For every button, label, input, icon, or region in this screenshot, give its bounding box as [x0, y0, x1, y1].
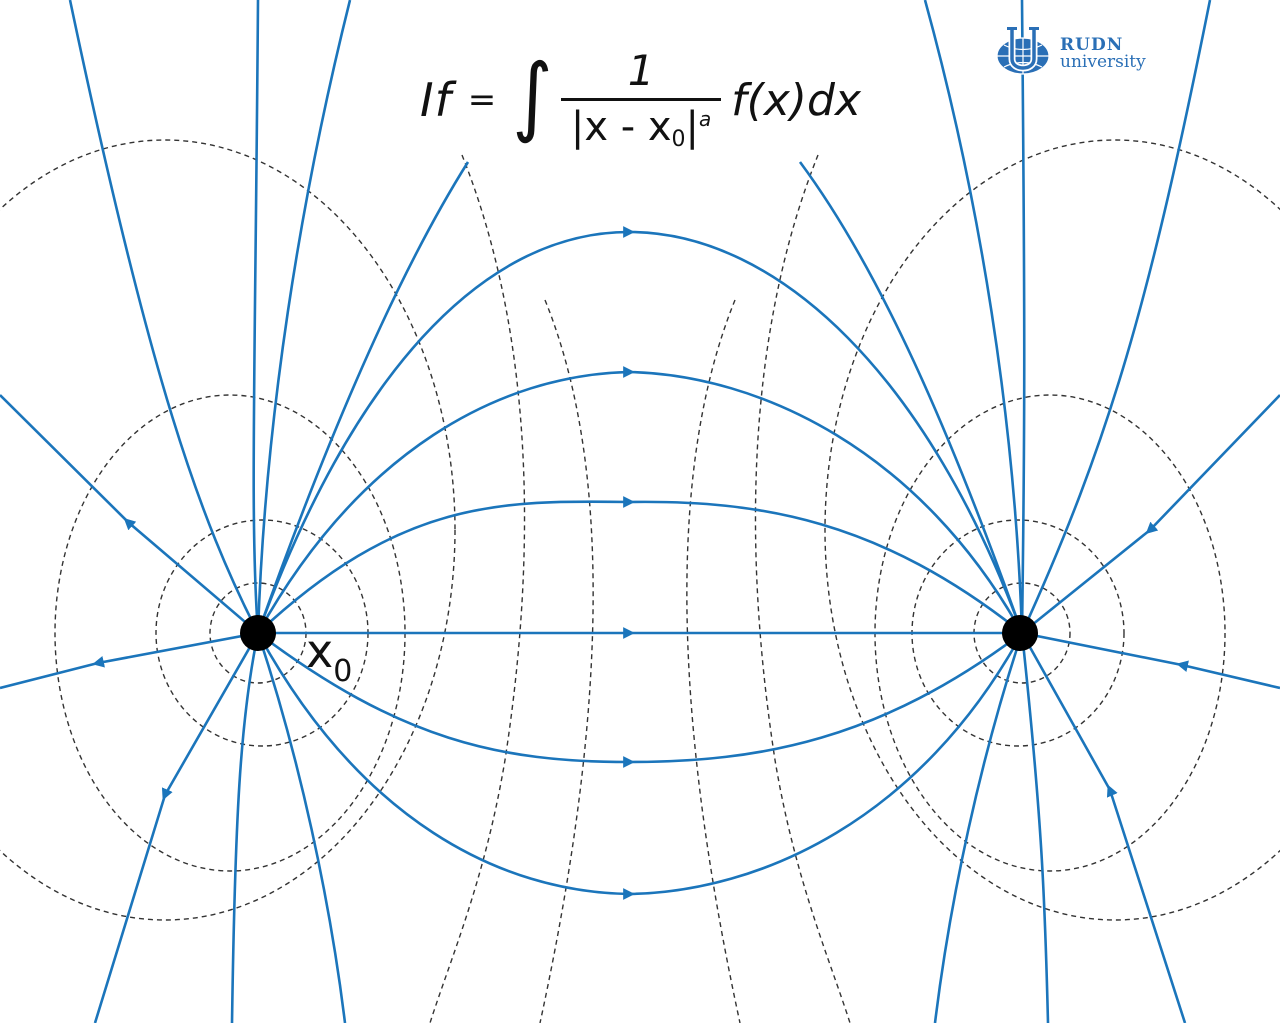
field-line-arc-top-2: [256, 366, 1024, 634]
globe-logo-icon: [996, 27, 1050, 75]
field-line-right-up-steep: [1020, 0, 1026, 634]
integral-sign: ∫: [512, 46, 553, 146]
formula-rhs: f(x)dx: [731, 74, 861, 126]
fraction-denominator: |x - x0|a: [571, 101, 711, 151]
point-label-subscript: 0: [333, 654, 353, 689]
formula-equals: =: [467, 80, 497, 120]
field-line-arc-top-3: [256, 226, 1024, 634]
field-line-left-left: [0, 631, 259, 690]
field-line-left-down-right: [256, 632, 347, 1023]
formula-lhs: If: [420, 73, 452, 127]
point-x0: [240, 615, 276, 651]
denominator-main: |x - x: [570, 103, 672, 150]
field-line-right-down-steep: [1020, 632, 1050, 1023]
field-line-right-up-wide: [1021, 394, 1280, 635]
field-line-left-to-top-center: [256, 161, 470, 634]
rudn-logo: RUDN university: [994, 22, 1174, 86]
denominator-bar: |: [685, 103, 700, 150]
formula: If = ∫ 1 |x - x0|a f(x)dx: [420, 40, 861, 160]
logo-text: RUDN university: [1060, 37, 1146, 71]
point-label-main: x: [306, 624, 334, 678]
field-line-arc-top-1: [257, 496, 1023, 635]
logo-line1: RUDN: [1060, 35, 1124, 55]
field-line-right-up: [1020, 0, 1212, 634]
equipotential-center-left-inner: [539, 299, 594, 1023]
logo-line2: university: [1060, 52, 1146, 72]
denominator-exponent: a: [699, 106, 712, 131]
field-line-right-down-left: [933, 632, 1024, 1023]
field-line-right-down: [1020, 632, 1187, 1023]
field-line-left-up-wide: [0, 394, 259, 634]
fraction-bar: [561, 97, 722, 101]
equipotential-center-right-outer: [754, 154, 851, 1023]
field-line-arc-bottom-2: [256, 632, 1024, 900]
point-label-x0: x0: [306, 624, 352, 689]
field-line-left-top: [256, 0, 352, 634]
field-line-right-right: [1021, 631, 1280, 690]
field-line-left-down: [93, 632, 260, 1023]
field-line-left-up-steep: [252, 0, 260, 634]
equipotential-center-right-inner: [686, 299, 741, 1023]
field-line-left-down-steep: [230, 632, 260, 1023]
point-right: [1002, 615, 1038, 651]
equipotential-left-large: [0, 139, 456, 921]
field-line-left-up: [68, 0, 260, 634]
denominator-subscript: 0: [671, 126, 686, 152]
field-line-right-to-top-center: [798, 161, 1024, 634]
fraction-numerator: 1: [627, 45, 655, 95]
field-line-arc-bottom-1: [257, 631, 1023, 768]
field-line-right-top: [923, 0, 1024, 634]
fraction: 1 |x - x0|a: [561, 45, 722, 151]
equipotential-right-large: [824, 139, 1280, 921]
